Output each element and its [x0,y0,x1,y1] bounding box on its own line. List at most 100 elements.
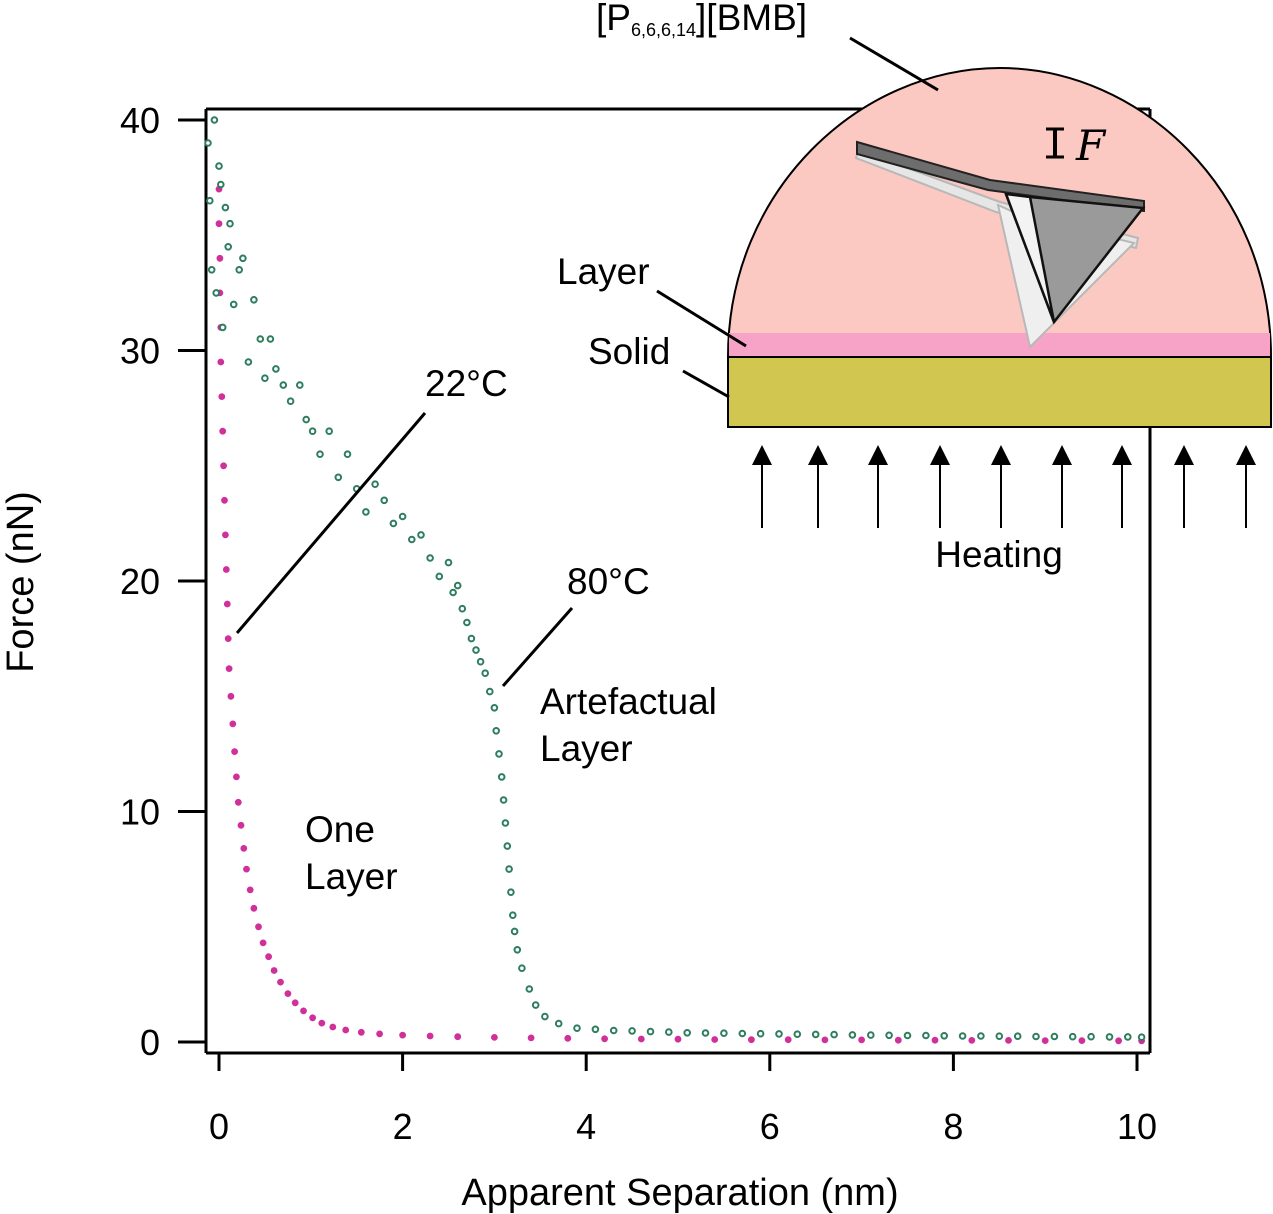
data-point [235,266,243,274]
heating-arrow-icon [1112,445,1132,528]
data-point [858,1036,865,1044]
annotation-artefactual-line1: Artefactual [540,681,717,722]
data-point [270,967,278,974]
data-point [325,427,334,436]
data-point [220,462,228,470]
data-point [472,646,480,654]
data-point [449,588,457,597]
data-point [302,415,311,424]
data-point [510,927,519,936]
data-point [793,1030,802,1038]
data-point [398,512,407,521]
leader-line-80c [501,607,574,687]
data-point [784,1036,792,1044]
data-point [454,1033,462,1041]
data-point [848,1031,857,1039]
data-point [481,669,490,678]
data-point [426,554,434,562]
data-point [507,888,515,897]
data-point [222,566,230,573]
data-point [272,365,280,373]
data-point [286,397,295,406]
data-point [277,978,284,986]
data-point [665,1028,673,1036]
data-point [371,480,379,489]
leader-line-22c [235,412,427,634]
data-point [256,335,265,343]
data-point [207,266,216,274]
data-point [246,886,254,894]
data-point [476,657,485,666]
data-point [300,1007,307,1015]
data-point [1013,1032,1022,1040]
heating-arrow-icon [1236,445,1256,528]
heating-arrow-icon [1052,445,1072,528]
solid-substrate [727,356,1272,428]
data-point [458,604,467,613]
data-point [495,750,503,758]
x-tick-label: 2 [393,1106,413,1147]
data-point [308,427,317,436]
data-point [206,196,214,205]
data-point [499,796,508,804]
layer-label: Layer [557,251,650,292]
data-point [231,748,239,755]
force-bar-icon [1046,127,1064,159]
data-point [221,496,228,504]
data-point [255,923,262,931]
data-point [210,116,219,124]
heating-arrows [752,445,1256,528]
solid-leader [682,369,730,399]
data-point [221,203,230,212]
data-point [491,1033,498,1041]
data-point [541,1012,549,1021]
data-point [219,427,227,435]
x-tick-label: 4 [576,1106,596,1147]
x-axis-title: Apparent Separation (nm) [461,1172,898,1214]
series-80c [204,116,1146,1041]
data-point [720,1029,728,1037]
data-point [362,508,370,516]
data-point [217,358,225,366]
data-point [513,946,522,954]
data-point [296,381,304,389]
data-point [234,798,242,806]
annotation-one-layer-line1: One [305,809,375,850]
annotation-22c: 22°C [425,363,508,404]
data-point [239,254,247,263]
data-point [417,531,425,539]
data-point [217,180,225,189]
data-point [435,572,444,581]
data-point [467,634,476,643]
data-point [628,1027,636,1035]
data-point [646,1027,655,1036]
data-point [224,635,232,642]
data-point [711,1036,719,1043]
data-point [738,1029,747,1038]
data-point [218,393,226,401]
ionic-liquid-leader [849,36,939,92]
data-point [444,558,453,567]
data-point [527,1034,535,1042]
heating-arrow-icon [752,445,772,528]
data-point [995,1032,1004,1040]
data-point [1041,1037,1049,1044]
data-series [204,116,1146,1045]
ionic-liquid-label: [P6,6,6,14][BMB] [596,0,807,40]
data-point [968,1036,976,1044]
data-point [342,1026,350,1034]
data-point [486,687,494,696]
y-axis-title: Force (nN) [0,491,42,673]
data-point [940,1032,949,1040]
annotation-80c: 80°C [567,561,650,602]
data-point [334,473,343,482]
heating-arrow-icon [991,445,1011,528]
heating-arrow-icon [808,445,828,528]
data-point [204,139,212,147]
data-point [463,618,471,627]
data-point [518,964,526,973]
data-point [329,1023,337,1031]
data-point [958,1032,967,1040]
data-point [609,1026,618,1035]
